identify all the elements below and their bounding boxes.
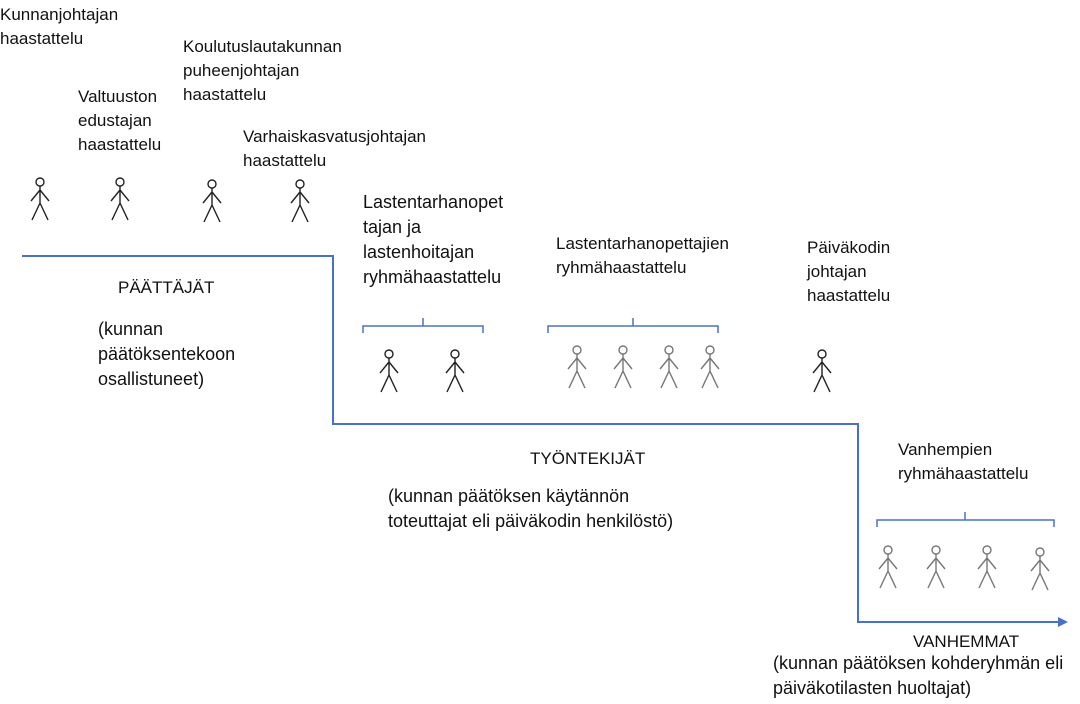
group-title-decision-makers: PÄÄTTÄJÄT (118, 278, 215, 297)
interview-label-education-board-chair: Koulutuslautakunnan puheenjohtajan haast… (183, 37, 342, 104)
stair-line (22, 255, 1062, 623)
group-desc-decision-makers: (kunnan päätöksentekoon osallistuneet) (98, 319, 236, 389)
stick-figure-icon (110, 177, 130, 221)
brace-employees-group (547, 318, 719, 333)
stick-figure-icon (1030, 547, 1050, 591)
stick-figure-icon (30, 177, 50, 221)
group-desc-parents: (kunnan päätöksen kohderyhmän eli päiväk… (773, 653, 1064, 698)
interview-label-teacher-nurse-group: Lastentarhanopet tajan ja lastenhoitajan… (363, 192, 504, 287)
stick-figure-icon (379, 349, 399, 393)
stick-figure-icon (700, 345, 720, 389)
arrow-head (1058, 617, 1068, 627)
interview-label-teachers-group: Lastentarhanopettajien ryhmähaastattelu (556, 234, 729, 277)
interview-label-council-representative: Valtuuston edustajan haastattelu (78, 87, 162, 154)
stick-figure-icon (445, 349, 465, 393)
interview-label-daycare-director: Päiväkodin johtajan haastattelu (807, 238, 891, 305)
stick-figure-icon (290, 179, 310, 223)
brace-employees-pair (362, 318, 484, 333)
stick-figure-icon (812, 349, 832, 393)
stick-figure-icon (613, 345, 633, 389)
stick-figure-icon (926, 545, 946, 589)
stick-figure-icon (202, 179, 222, 223)
stick-figure-icon (567, 345, 587, 389)
interview-label-municipal-manager: Kunnanjohtajan haastattelu (0, 5, 119, 48)
group-title-parents: VANHEMMAT (913, 632, 1020, 651)
stick-figure-icon (977, 545, 997, 589)
stick-figure-icon (659, 345, 679, 389)
stick-figure-icon (878, 545, 898, 589)
group-title-employees: TYÖNTEKIJÄT (530, 449, 646, 468)
brace-parents-group (876, 512, 1055, 527)
group-desc-employees: (kunnan päätöksen käytännön toteuttajat … (388, 486, 674, 531)
interview-label-early-education-director: Varhaiskasvatusjohtajan haastattelu (243, 127, 427, 170)
interview-label-parents-group: Vanhempien ryhmähaastattelu (898, 440, 1029, 483)
